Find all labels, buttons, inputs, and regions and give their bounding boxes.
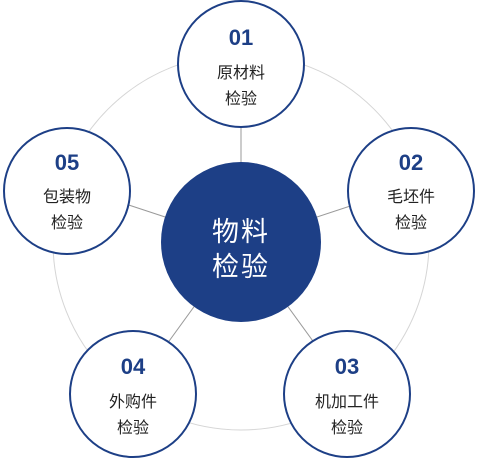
node-04: 04 外购件 检验 <box>69 330 197 458</box>
node-05: 05 包装物 检验 <box>3 127 131 255</box>
node-03-number: 03 <box>335 354 359 379</box>
node-03: 03 机加工件 检验 <box>283 330 411 458</box>
node-05-circle <box>3 127 131 255</box>
node-01-label-line-2: 检验 <box>225 89 257 108</box>
node-04-number: 04 <box>121 354 146 379</box>
node-02: 02 毛坯件 检验 <box>347 127 475 255</box>
node-04-circle <box>69 330 197 458</box>
center-circle <box>161 162 321 322</box>
node-04-label-line-2: 检验 <box>117 418 149 437</box>
center-label-line-1: 物料 <box>212 217 270 248</box>
node-04-label-line-1: 外购件 <box>109 392 157 411</box>
node-05-label-line-2: 检验 <box>51 213 83 232</box>
node-02-number: 02 <box>399 150 423 175</box>
node-02-label-line-1: 毛坯件 <box>387 187 435 206</box>
node-03-label-line-2: 检验 <box>331 418 363 437</box>
node-02-circle <box>347 127 475 255</box>
node-01-circle <box>177 0 305 128</box>
center-node: 物料 检验 <box>161 162 321 322</box>
node-01-number: 01 <box>229 25 253 50</box>
node-01-label-line-1: 原材料 <box>217 63 265 82</box>
node-05-label-line-1: 包装物 <box>43 187 91 206</box>
node-05-number: 05 <box>55 150 79 175</box>
center-label-line-2: 检验 <box>212 252 270 283</box>
node-03-circle <box>283 330 411 458</box>
node-03-label-line-1: 机加工件 <box>315 392 379 411</box>
node-01: 01 原材料 检验 <box>177 0 305 128</box>
node-02-label-line-2: 检验 <box>395 213 427 232</box>
